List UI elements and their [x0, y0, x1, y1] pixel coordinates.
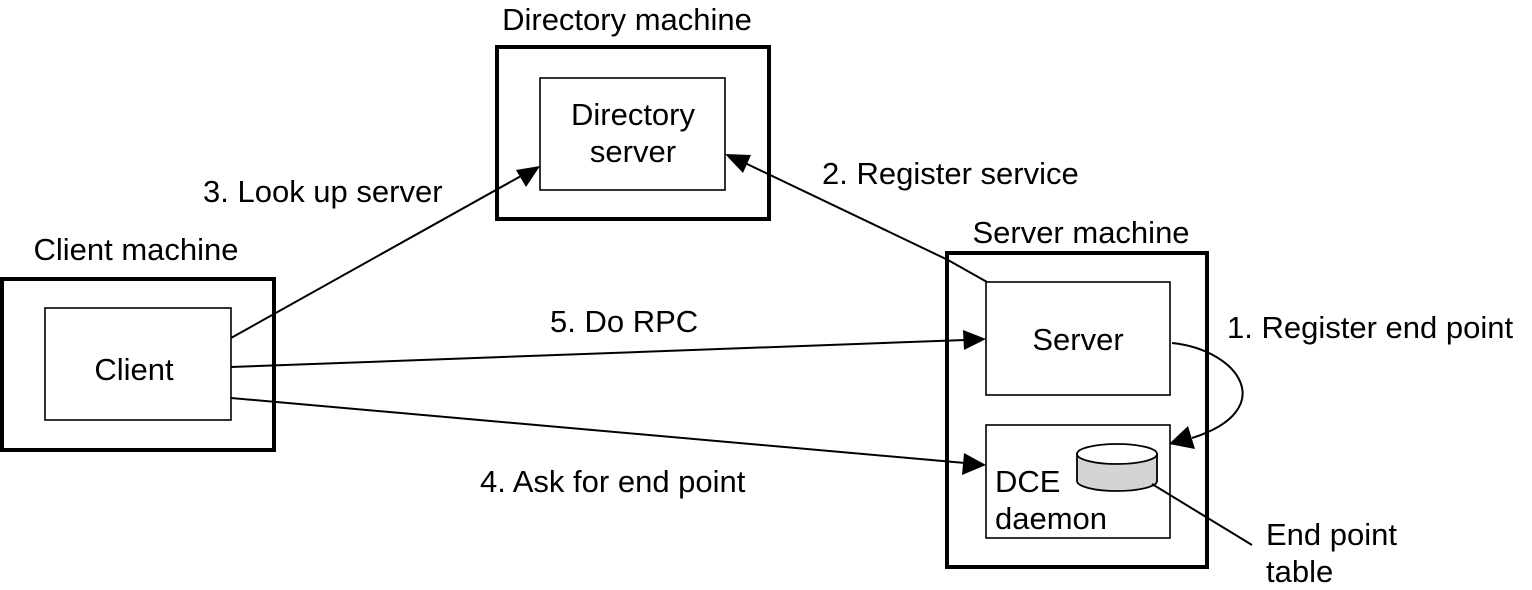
client-label: Client: [94, 352, 174, 387]
end-point-table-label-line2: table: [1266, 554, 1333, 589]
do-rpc-arrowhead: [963, 330, 986, 350]
end-point-table-callout-line: [1151, 483, 1253, 546]
register-service-arrowhead: [725, 154, 751, 173]
dce-daemon-label-line1: DCE: [995, 464, 1060, 499]
register-service-arrow: [744, 162, 988, 283]
end-point-table-cylinder-top: [1076, 443, 1158, 465]
register-end-point-arrow: [1171, 342, 1244, 439]
client-box: [44, 307, 232, 421]
dce-daemon-label-line2: daemon: [995, 501, 1107, 536]
look-up-server-label: 3. Look up server: [203, 174, 443, 209]
directory-server-box: [539, 77, 726, 191]
register-service-label: 2. Register service: [822, 156, 1079, 191]
step-register-end-point: 1. Register end point: [1169, 310, 1513, 449]
step-do-rpc: 5. Do RPC: [230, 304, 986, 368]
register-end-point-arrowhead: [1169, 426, 1195, 449]
directory-machine: Directory machine Directory server: [495, 2, 771, 221]
server-machine-box: [945, 251, 1209, 569]
ask-for-end-point-arrowhead: [962, 453, 986, 475]
directory-server-label-line2: server: [590, 134, 676, 169]
register-end-point-label: 1. Register end point: [1227, 310, 1513, 345]
client-machine-label: Client machine: [33, 232, 238, 267]
ask-for-end-point-arrow: [230, 397, 966, 464]
do-rpc-label: 5. Do RPC: [550, 304, 698, 339]
server-box: [985, 281, 1171, 396]
step-look-up-server: 3. Look up server: [203, 166, 540, 339]
client-machine: Client machine Client: [0, 232, 276, 452]
directory-machine-box: [495, 45, 771, 221]
dce-daemon-box: [985, 424, 1171, 539]
end-point-table-label-line1: End point: [1266, 517, 1397, 552]
look-up-server-arrowhead: [516, 166, 540, 187]
step-register-service: 2. Register service: [725, 154, 1079, 283]
directory-server-label-line1: Directory: [571, 97, 696, 132]
look-up-server-arrow: [230, 175, 522, 339]
server-label: Server: [1032, 322, 1123, 357]
end-point-table: End point table: [1076, 443, 1397, 589]
ask-for-end-point-label: 4. Ask for end point: [480, 464, 746, 499]
server-machine-label: Server machine: [972, 215, 1189, 250]
step-ask-for-end-point: 4. Ask for end point: [230, 397, 986, 499]
directory-machine-label: Directory machine: [502, 2, 752, 37]
server-machine: Server machine Server DCE daemon: [945, 215, 1209, 569]
do-rpc-arrow: [230, 339, 966, 368]
